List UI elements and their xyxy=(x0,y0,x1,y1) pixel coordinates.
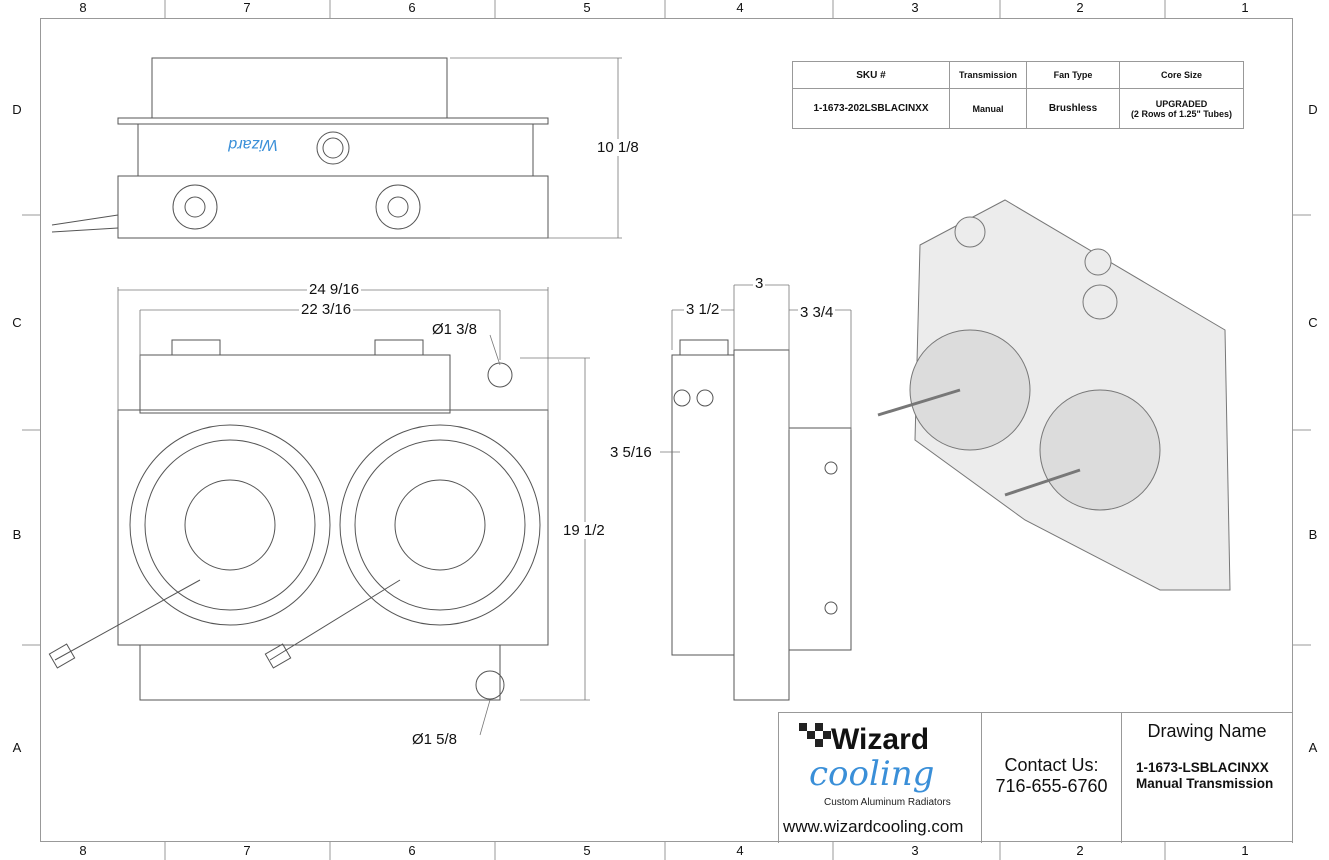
zone-col: 4 xyxy=(736,0,744,15)
dimension-lines xyxy=(117,57,852,736)
zone-col: 8 xyxy=(79,0,87,15)
dim-side-total: 3 xyxy=(753,275,766,292)
zone-col: 1 xyxy=(1241,843,1249,858)
header-core-size: Core Size xyxy=(1119,61,1244,89)
svg-text:cooling: cooling xyxy=(809,754,934,794)
dim-inlet-diameter: Ø1 3/8 xyxy=(430,321,480,338)
cell-fan-type: Brushless xyxy=(1026,88,1120,129)
cell-transmission: Manual xyxy=(949,88,1027,129)
drawing-frame xyxy=(40,18,1293,842)
top-view: Wizard xyxy=(51,57,549,239)
drawing-number: 1-1673-LSBLACINXX xyxy=(1136,760,1269,775)
svg-text:Custom Aluminum Radiators: Custom Aluminum Radiators xyxy=(824,797,951,808)
header-fan-type: Fan Type xyxy=(1026,61,1120,89)
spec-table: SKU # Transmission Fan Type Core Size 1-… xyxy=(792,61,1244,129)
core-size-line2: (2 Rows of 1.25" Tubes) xyxy=(1130,108,1233,119)
zone-row: A xyxy=(1308,740,1318,755)
svg-text:Wizard: Wizard xyxy=(831,723,929,756)
zone-row: A xyxy=(12,740,22,755)
zone-row: D xyxy=(1308,102,1318,117)
dim-core-width: 22 3/16 xyxy=(299,301,354,318)
zone-row: B xyxy=(12,527,22,542)
zone-col: 6 xyxy=(408,843,416,858)
contact-phone: 716-655-6760 xyxy=(995,776,1108,796)
title-block: Wizard cooling Custom Aluminum Radiators… xyxy=(778,712,1293,843)
zone-col: 5 xyxy=(583,843,591,858)
dim-top-height: 10 1/8 xyxy=(595,139,641,156)
header-transmission: Transmission xyxy=(949,61,1027,89)
drawing-subtitle: Manual Transmission xyxy=(1136,776,1274,791)
zone-col: 7 xyxy=(243,843,251,858)
zone-col: 8 xyxy=(79,843,87,858)
front-view xyxy=(48,339,549,701)
zone-row: D xyxy=(12,102,22,117)
zone-col: 7 xyxy=(243,0,251,15)
zone-col: 1 xyxy=(1241,0,1249,15)
zone-col: 4 xyxy=(736,843,744,858)
side-view xyxy=(671,339,852,701)
website-link[interactable]: www.wizardcooling.com xyxy=(783,817,964,836)
header-sku: SKU # xyxy=(792,61,950,89)
zone-row: B xyxy=(1308,527,1318,542)
core-size-line1: UPGRADED xyxy=(1155,98,1208,109)
cell-core-size: UPGRADED(2 Rows of 1.25" Tubes) xyxy=(1119,88,1244,129)
zone-col: 2 xyxy=(1076,843,1084,858)
drawing-name-cell: Drawing Name 1-1673-LSBLACINXX Manual Tr… xyxy=(1121,713,1293,843)
logo-cell: Wizard cooling Custom Aluminum Radiators… xyxy=(778,713,981,843)
svg-text:Wizard: Wizard xyxy=(227,136,278,153)
zone-row: C xyxy=(12,315,22,330)
cell-sku: 1-1673-202LSBLACINXX xyxy=(792,88,950,129)
zone-col: 2 xyxy=(1076,0,1084,15)
zone-ticks xyxy=(22,0,1311,860)
zone-col: 5 xyxy=(583,0,591,15)
zone-col: 3 xyxy=(911,0,919,15)
drawing-name-label: Drawing Name xyxy=(1147,721,1267,741)
contact-cell: Contact Us: 716-655-6760 xyxy=(981,713,1121,843)
contact-label: Contact Us: xyxy=(1004,755,1099,775)
dim-side-right: 3 3/4 xyxy=(798,304,836,321)
zone-col: 3 xyxy=(911,843,919,858)
wizard-cooling-logo: Wizard cooling Custom Aluminum Radiators xyxy=(799,723,951,808)
zone-col: 6 xyxy=(408,0,416,15)
dim-side-left: 3 1/2 xyxy=(684,301,722,318)
dim-side-offset: 3 5/16 xyxy=(608,444,654,461)
dim-overall-width: 24 9/16 xyxy=(307,281,362,298)
dim-overall-height: 19 1/2 xyxy=(561,522,607,539)
dim-outlet-diameter: Ø1 5/8 xyxy=(410,731,460,748)
isometric-view xyxy=(877,199,1231,591)
zone-row: C xyxy=(1308,315,1318,330)
